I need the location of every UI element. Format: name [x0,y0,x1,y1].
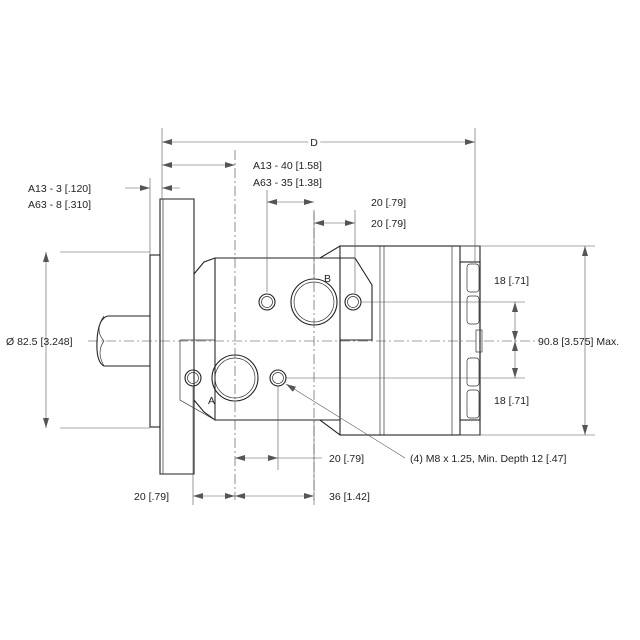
label-height-max: 90.8 [3.575] Max. [538,336,619,348]
label-port-b-left: 20 [.79] [371,197,406,209]
bolt-head [466,389,480,419]
flange-neck [193,245,481,436]
label-port-b-right: 20 [.79] [371,218,406,230]
label-port-a: A [208,395,215,407]
label-flange-offset-2: A63 - 8 [.310] [28,199,91,211]
thread-leader [285,383,406,459]
label-port-offset-2: A63 - 35 [1.38] [253,177,322,189]
label-flange-offset-1: A13 - 3 [.120] [28,183,91,195]
bolt-head [466,263,480,293]
label-thread-note: (4) M8 x 1.25, Min. Depth 12 [.47] [410,453,566,465]
label-port-b: B [324,273,331,285]
dimension-lines [43,139,588,499]
label-port-offset-1: A13 - 40 [1.58] [253,160,322,172]
motor-body [96,198,483,475]
label-d: D [310,137,318,149]
mounting-flange [159,198,195,475]
label-bottom-right: 36 [1.42] [329,491,370,503]
label-bottom-left: 20 [.79] [134,491,169,503]
label-pilot-diameter: Ø 82.5 [3.248] [6,336,73,348]
label-lower-spacing: 18 [.71] [494,395,529,407]
port-block [214,257,373,421]
port-b-mount-hole [344,293,362,311]
shaft-break [98,315,105,367]
dimension-labels: D A13 - 40 [1.58] A63 - 35 [1.38] A13 - … [6,134,619,503]
bolt-head [466,295,480,325]
label-upper-spacing: 18 [.71] [494,275,529,287]
bolt-head [466,357,480,387]
port-b-mount-hole [258,293,276,311]
label-port-a-spacing: 20 [.79] [329,453,364,465]
